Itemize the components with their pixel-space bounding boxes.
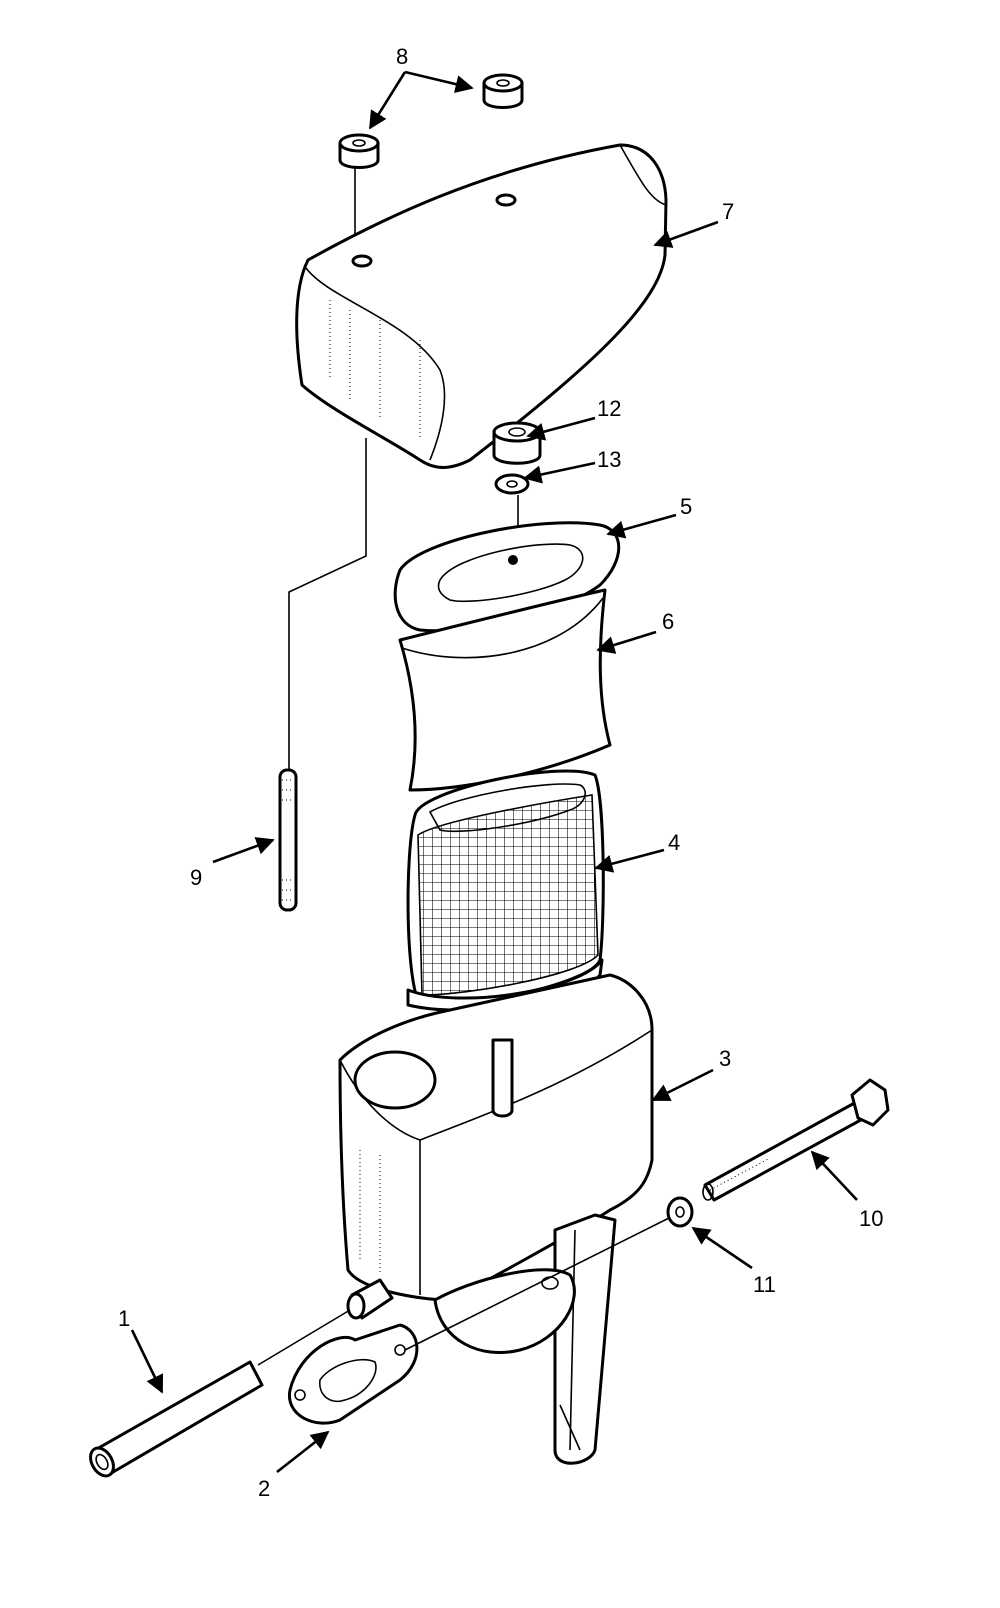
callout-9: 9: [190, 865, 202, 890]
leader-5: [606, 513, 677, 539]
hose-alignment-line: [257, 1309, 351, 1366]
leader-10: [810, 1150, 858, 1201]
gasket: [288, 1323, 419, 1425]
callout-5: 5: [680, 494, 692, 519]
foam-pre-cleaner: [398, 588, 612, 792]
leader-8a: [368, 71, 407, 130]
callout-10: 10: [859, 1206, 883, 1231]
stud-alignment-line: [288, 438, 367, 770]
callout-13: 13: [597, 447, 621, 472]
leader-8b: [404, 70, 474, 94]
filter-element: [406, 769, 605, 1012]
air-cleaner-cover: [295, 143, 668, 469]
leader-7: [653, 220, 719, 248]
outlet-flange: [433, 1268, 576, 1355]
leader-2: [276, 1430, 330, 1474]
hex-bolt: [702, 1078, 890, 1202]
leader-12: [526, 416, 596, 441]
leader-1: [130, 1329, 164, 1394]
wing-nut: [492, 421, 542, 465]
callout-12: 12: [597, 396, 621, 421]
callout-1: 1: [118, 1306, 130, 1331]
gasket-alignment-line: [404, 1214, 676, 1351]
threaded-stud: [278, 768, 298, 912]
leader-11: [691, 1226, 753, 1270]
callout-7: 7: [722, 199, 734, 224]
washer: [494, 473, 530, 495]
leader-13: [523, 461, 596, 484]
callout-8: 8: [396, 44, 408, 69]
knurled-nut-right: [482, 73, 524, 109]
inlet-nipple: [346, 1278, 394, 1320]
callout-3: 3: [719, 1046, 731, 1071]
callout-4: 4: [668, 830, 680, 855]
leader-9: [212, 837, 275, 864]
leader-4: [594, 848, 665, 873]
callout-6: 6: [662, 609, 674, 634]
leader-6: [596, 630, 657, 654]
callout-11: 11: [753, 1272, 776, 1297]
callout-2: 2: [258, 1476, 270, 1501]
mounting-bracket: [553, 1213, 617, 1465]
knurled-nut-left: [338, 133, 380, 169]
breather-hose: [89, 1360, 264, 1478]
callout-labels: 8 7 12 13 5 6 4 9 3 10 11 1 2: [118, 44, 883, 1501]
leader-3: [651, 1068, 714, 1102]
flat-washer: [666, 1196, 694, 1228]
callout-leaders: [130, 70, 858, 1474]
